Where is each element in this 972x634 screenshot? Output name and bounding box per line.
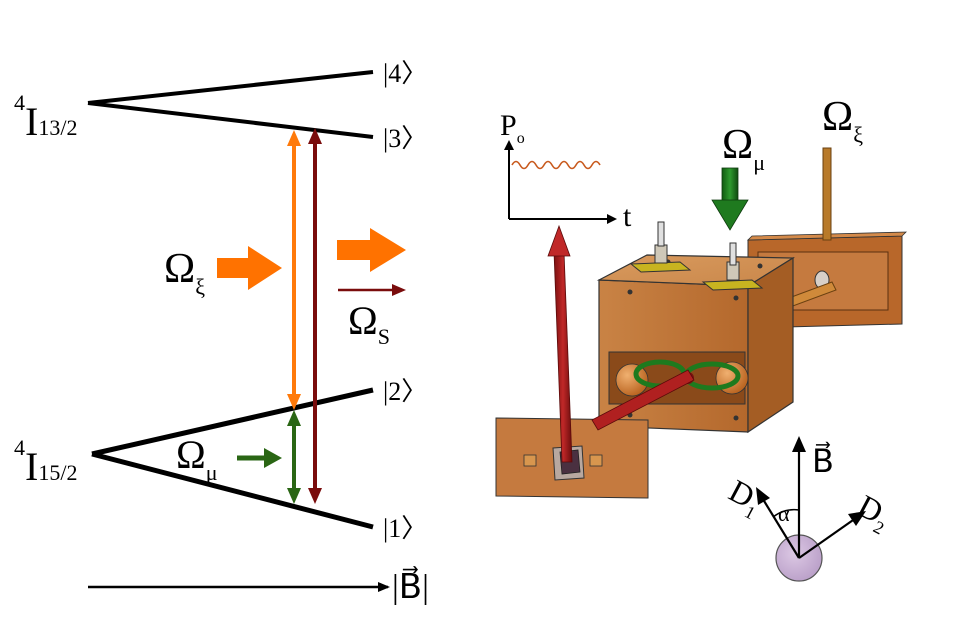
microwave-transition-arrow bbox=[287, 410, 301, 504]
power-time-plot: Po t bbox=[500, 109, 632, 233]
d1-axis-arrow bbox=[756, 487, 770, 505]
optical-transition-arrow bbox=[287, 130, 301, 410]
microwave-input-arrow bbox=[711, 167, 749, 231]
field-axis-label: |B⃗| bbox=[392, 566, 429, 606]
d2-axis-arrow bbox=[848, 511, 866, 526]
power-oscillation-trace bbox=[511, 160, 601, 170]
level-4-line bbox=[87, 70, 374, 105]
upper-manifold-label: 4I13/2 bbox=[14, 90, 77, 144]
level-3-label: |3〉 bbox=[383, 124, 427, 153]
microwave-drive-label: Ωμ bbox=[176, 432, 218, 485]
apparatus-optical-label: Ωξ bbox=[822, 94, 863, 147]
signal-label: ΩS bbox=[348, 298, 390, 349]
b-field-arrow bbox=[792, 436, 806, 452]
optical-pump-arrow bbox=[217, 246, 282, 290]
d2-label: D2 bbox=[850, 487, 898, 538]
apparatus-microwave-label: Ωμ bbox=[722, 122, 765, 175]
signal-vector-arrow bbox=[338, 284, 406, 296]
top-connector-right bbox=[701, 242, 764, 291]
resonator-sphere-left bbox=[615, 363, 649, 397]
signal-output-arrow bbox=[337, 228, 406, 272]
optical-drive-label: Ωξ bbox=[164, 246, 205, 299]
level-3-line bbox=[87, 101, 374, 139]
level-4-label: |4〉 bbox=[383, 59, 427, 88]
apparatus-illustration: Po t Ωξ bbox=[495, 94, 907, 499]
signal-transition-arrow bbox=[308, 128, 322, 504]
level-2-label: |2〉 bbox=[383, 377, 427, 406]
b-field-label: B⃗ bbox=[812, 441, 834, 479]
level-2-line bbox=[91, 387, 374, 457]
lower-manifold-label: 4I15/2 bbox=[14, 435, 77, 489]
signal-coupling-rod bbox=[591, 369, 695, 431]
microwave-pump-arrow bbox=[237, 448, 282, 468]
power-axis-label: Po bbox=[500, 109, 525, 147]
top-connector-left bbox=[629, 221, 692, 273]
angle-label: α bbox=[778, 501, 790, 526]
angle-arc bbox=[772, 508, 800, 518]
time-axis-label: t bbox=[623, 200, 632, 233]
energy-level-diagram: 4I13/2 4I15/2 |4〉 |3〉 |2〉 |1〉 bbox=[14, 59, 429, 606]
level-1-line bbox=[91, 451, 374, 530]
level-1-label: |1〉 bbox=[383, 514, 427, 543]
optical-input-fiber bbox=[822, 147, 832, 241]
orientation-inset: B⃗ D1 D2 α bbox=[723, 436, 898, 582]
signal-output-beam bbox=[547, 224, 573, 463]
